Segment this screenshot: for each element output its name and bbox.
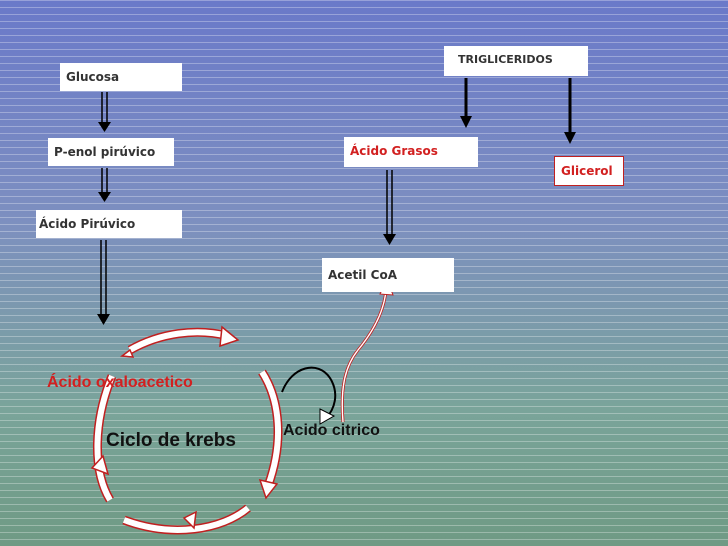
krebs-cycle-arrows <box>90 325 283 535</box>
node-acido-piruvico: Ácido Pirúvico <box>36 210 182 238</box>
arrow-trigliceridos-glicerol <box>564 78 576 144</box>
arrow-trigliceridos-grasos <box>460 78 472 128</box>
node-acetil-coa: Acetil CoA <box>322 258 454 292</box>
node-glucosa: Glucosa <box>60 63 182 91</box>
loop-arrow-citrico <box>281 366 337 425</box>
arrow-grasos-acetil <box>383 170 396 245</box>
arrow-citrico-acetil <box>340 278 394 423</box>
node-glicerol: Glicerol <box>554 156 624 186</box>
label-acido-citrico: Acido citrico <box>283 422 380 439</box>
label-acido-oxaloacetico: Ácido oxaloacetico <box>47 374 193 391</box>
arrow-glucosa-penol <box>98 92 111 132</box>
node-trigliceridos: TRIGLICERIDOS <box>444 46 588 76</box>
node-acido-grasos: Ácido Grasos <box>344 137 478 167</box>
node-p-enol-piruvico: P-enol pirúvico <box>48 138 174 166</box>
arrow-piruvico-cycle <box>97 240 110 325</box>
cycle-title: Ciclo de krebs <box>106 430 236 451</box>
arrow-penol-piruvico <box>98 168 111 202</box>
